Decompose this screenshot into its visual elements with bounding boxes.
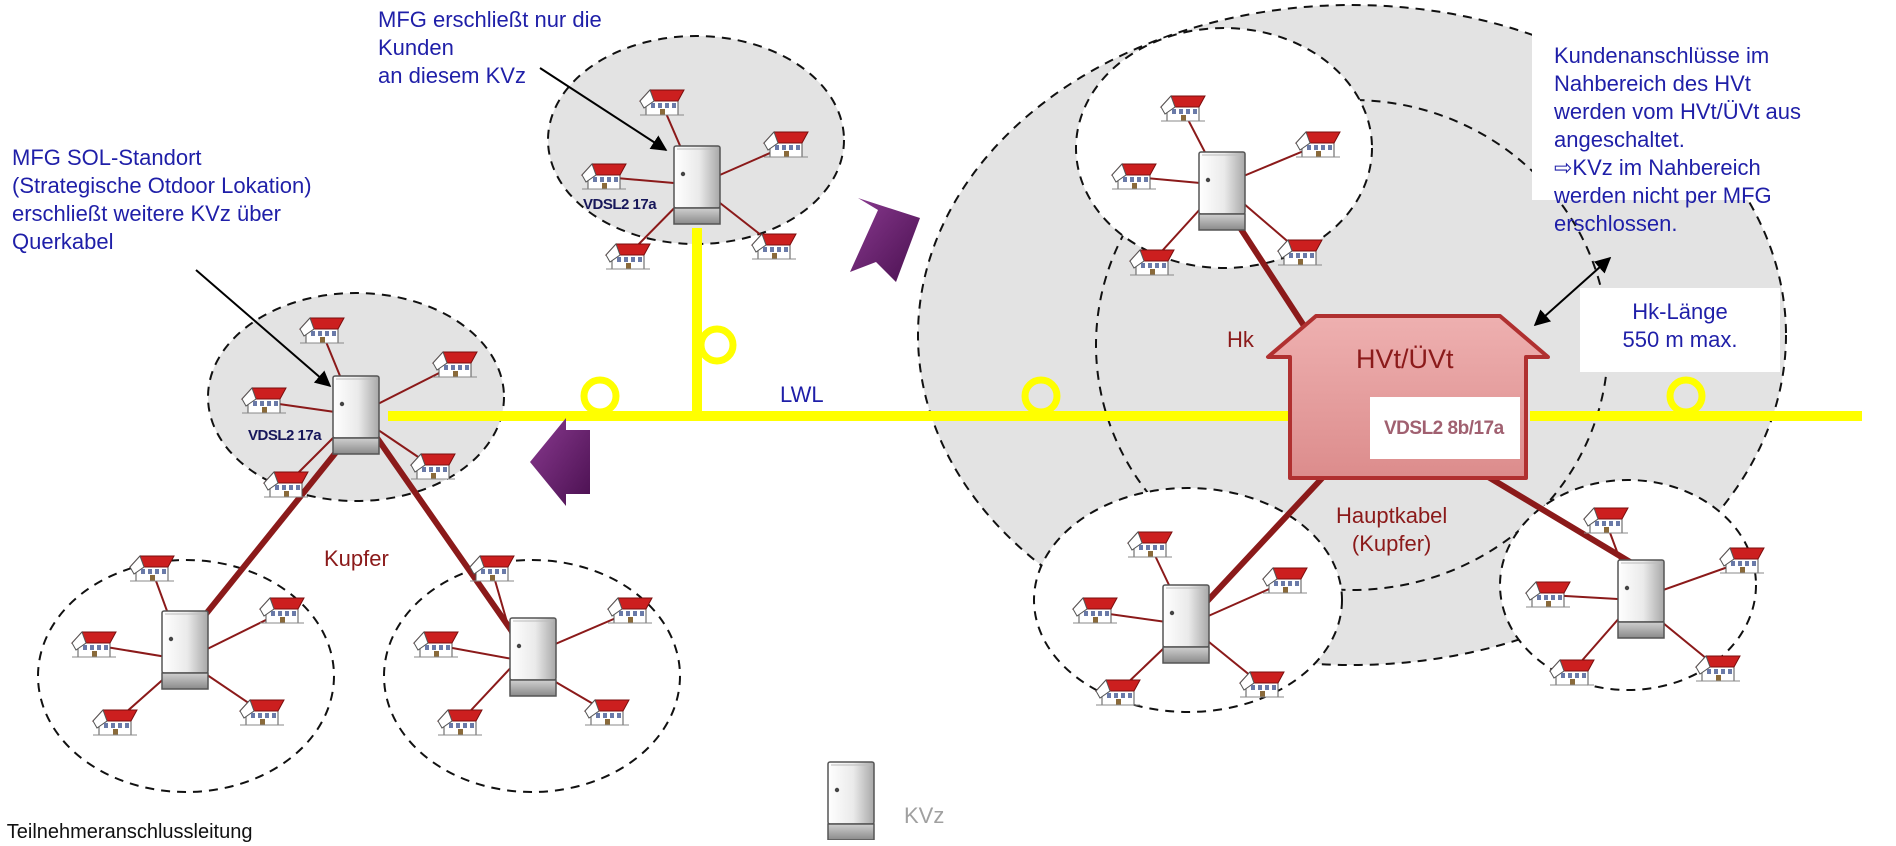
vdsl-label-mfg-kvz: VDSL2 17a <box>583 196 657 213</box>
legend-kvz-label: KVz <box>904 803 945 828</box>
hauptkabel-label: Hauptkabel (Kupfer) <box>1336 503 1448 556</box>
kupfer-label: Kupfer <box>324 546 389 571</box>
lwl-label: LWL <box>780 382 824 407</box>
lwl-fiber-lines <box>388 228 1862 421</box>
hvt-building <box>1266 314 1550 480</box>
sol-note: MFG SOL-Standort (Strategische Otdoor Lo… <box>12 145 312 254</box>
hvt-label: HVt/ÜVt <box>1356 344 1454 374</box>
direction-arrow-left <box>530 418 590 506</box>
hk-laenge-box: Hk-Länge 550 m max. <box>1580 288 1780 372</box>
vdsl-label-sol-kvz: VDSL2 17a <box>248 427 322 444</box>
nahbereich-note: Kundenanschlüsse im Nahbereich des HVt w… <box>1532 22 1822 236</box>
pointer-arrows <box>195 67 1612 388</box>
hk-label: Hk <box>1227 327 1254 352</box>
legend-kvz-icon <box>827 761 875 840</box>
kvz-area-top-right <box>1075 27 1373 269</box>
direction-arrow-upper <box>850 198 920 282</box>
hvt-vdsl-label: VDSL2 8b/17a <box>1384 418 1504 439</box>
mfg-kvz-note: MFG erschließt nur die Kunden an diesem … <box>378 7 602 88</box>
lwl-reserve-loops <box>580 325 1706 416</box>
legend-tal-label: : Teilnehmeranschlussleitung <box>0 821 253 843</box>
